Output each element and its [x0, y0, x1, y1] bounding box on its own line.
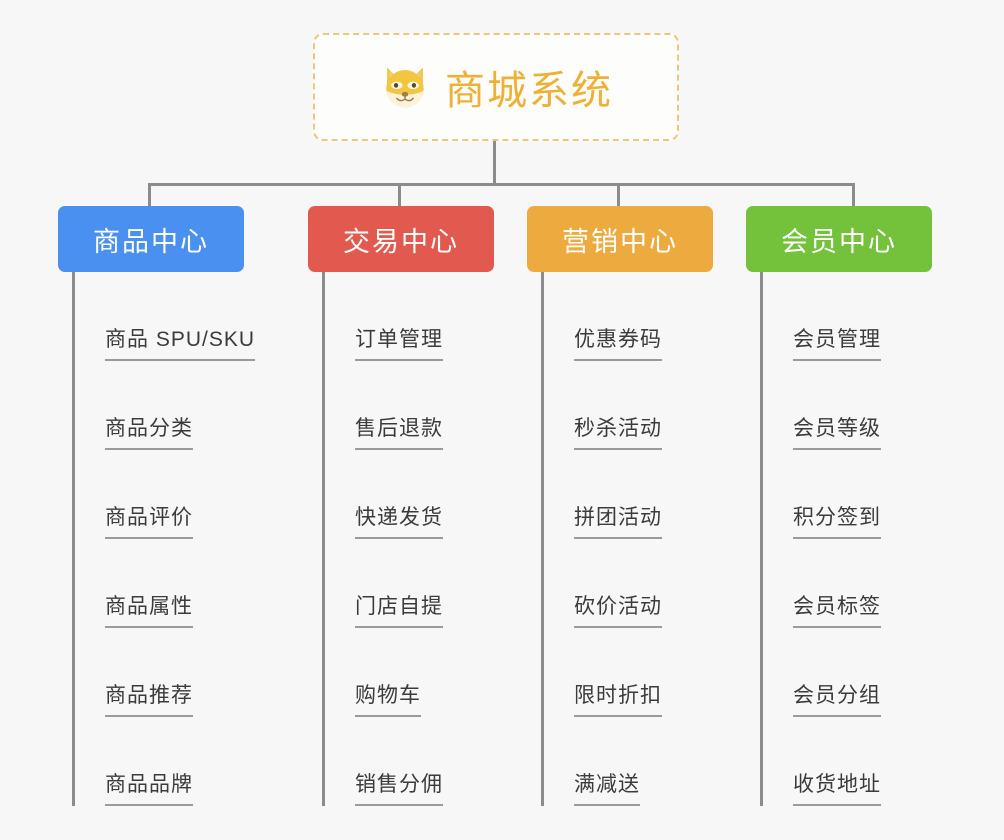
category-header-marketing-center[interactable]: 营销中心 [527, 206, 713, 272]
leaf-label: 售后退款 [355, 412, 443, 450]
list-item[interactable]: 会员分组 [763, 628, 946, 717]
list-item[interactable]: 砍价活动 [544, 539, 727, 628]
list-item[interactable]: 商品 SPU/SKU [75, 272, 258, 361]
list-item[interactable]: 商品属性 [75, 539, 258, 628]
leaf-label: 优惠券码 [574, 323, 662, 361]
list-item[interactable]: 秒杀活动 [544, 361, 727, 450]
leaf-label: 拼团活动 [574, 501, 662, 539]
branch-product-center: 商品中心 商品 SPU/SKU 商品分类 商品评价 商品属性 商品推荐 商品品牌 [58, 206, 258, 806]
leaf-label: 商品 SPU/SKU [105, 323, 256, 361]
leaf-label: 商品推荐 [105, 679, 193, 717]
list-item[interactable]: 满减送 [544, 717, 727, 806]
leaf-list-marketing-center: 优惠券码 秒杀活动 拼团活动 砍价活动 限时折扣 满减送 [541, 272, 727, 806]
leaf-label: 快递发货 [355, 501, 443, 539]
list-item[interactable]: 门店自提 [325, 539, 508, 628]
connector-drop-3 [617, 183, 620, 207]
list-item[interactable]: 商品分类 [75, 361, 258, 450]
list-item[interactable]: 售后退款 [325, 361, 508, 450]
list-item[interactable]: 订单管理 [325, 272, 508, 361]
category-title: 会员中心 [781, 226, 897, 257]
leaf-label: 商品品牌 [105, 768, 193, 806]
list-item[interactable]: 商品评价 [75, 450, 258, 539]
connector-drop-4 [852, 183, 855, 207]
category-title: 营销中心 [562, 226, 678, 257]
category-title: 商品中心 [93, 226, 209, 257]
leaf-list-member-center: 会员管理 会员等级 积分签到 会员标签 会员分组 收货地址 [760, 272, 946, 806]
connector-horizontal-bus [148, 183, 855, 186]
dog-face-icon [379, 61, 431, 113]
list-item[interactable]: 会员等级 [763, 361, 946, 450]
leaf-label: 会员标签 [793, 590, 881, 628]
connector-drop-2 [398, 183, 401, 207]
leaf-list-product-center: 商品 SPU/SKU 商品分类 商品评价 商品属性 商品推荐 商品品牌 [72, 272, 258, 806]
list-item[interactable]: 销售分佣 [325, 717, 508, 806]
leaf-list-trade-center: 订单管理 售后退款 快递发货 门店自提 购物车 销售分佣 [322, 272, 508, 806]
list-item[interactable]: 商品推荐 [75, 628, 258, 717]
leaf-label: 限时折扣 [574, 679, 662, 717]
leaf-label: 会员管理 [793, 323, 881, 361]
leaf-label: 收货地址 [793, 768, 881, 806]
branch-marketing-center: 营销中心 优惠券码 秒杀活动 拼团活动 砍价活动 限时折扣 满减送 [527, 206, 727, 806]
leaf-label: 秒杀活动 [574, 412, 662, 450]
leaf-label: 订单管理 [355, 323, 443, 361]
list-item[interactable]: 优惠券码 [544, 272, 727, 361]
root-title: 商城系统 [445, 69, 613, 113]
category-title: 交易中心 [343, 226, 459, 257]
list-item[interactable]: 快递发货 [325, 450, 508, 539]
leaf-label: 积分签到 [793, 501, 881, 539]
root-node[interactable]: 商城系统 [313, 33, 679, 141]
list-item[interactable]: 拼团活动 [544, 450, 727, 539]
leaf-label: 商品评价 [105, 501, 193, 539]
leaf-label: 商品分类 [105, 412, 193, 450]
category-header-member-center[interactable]: 会员中心 [746, 206, 932, 272]
leaf-label: 销售分佣 [355, 768, 443, 806]
connector-root-stem [493, 141, 496, 185]
branch-trade-center: 交易中心 订单管理 售后退款 快递发货 门店自提 购物车 销售分佣 [308, 206, 508, 806]
list-item[interactable]: 会员标签 [763, 539, 946, 628]
list-item[interactable]: 收货地址 [763, 717, 946, 806]
list-item[interactable]: 积分签到 [763, 450, 946, 539]
leaf-label: 购物车 [355, 679, 421, 717]
leaf-label: 满减送 [574, 768, 640, 806]
list-item[interactable]: 商品品牌 [75, 717, 258, 806]
leaf-label: 会员等级 [793, 412, 881, 450]
branch-member-center: 会员中心 会员管理 会员等级 积分签到 会员标签 会员分组 收货地址 [746, 206, 946, 806]
leaf-label: 门店自提 [355, 590, 443, 628]
leaf-label: 会员分组 [793, 679, 881, 717]
list-item[interactable]: 购物车 [325, 628, 508, 717]
leaf-label: 商品属性 [105, 590, 193, 628]
list-item[interactable]: 会员管理 [763, 272, 946, 361]
category-header-product-center[interactable]: 商品中心 [58, 206, 244, 272]
list-item[interactable]: 限时折扣 [544, 628, 727, 717]
leaf-label: 砍价活动 [574, 590, 662, 628]
connector-drop-1 [148, 183, 151, 207]
category-header-trade-center[interactable]: 交易中心 [308, 206, 494, 272]
